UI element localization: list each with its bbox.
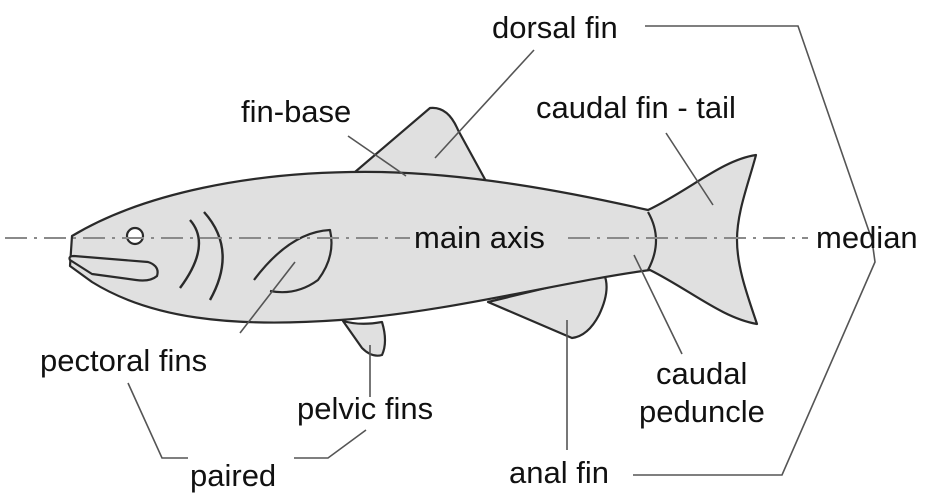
label-pectoral-fins: pectoral fins: [40, 345, 207, 376]
label-dorsal-fin: dorsal fin: [492, 12, 618, 43]
bracket-paired: [128, 383, 188, 458]
pelvic-fin-shape: [343, 321, 385, 356]
label-median: median: [816, 222, 918, 253]
leader-dorsal-fin: [435, 50, 534, 158]
eye-shape: [127, 228, 143, 244]
label-main-axis: main axis: [414, 222, 545, 253]
bracket-paired-right: [294, 430, 366, 458]
label-caudal: caudal: [656, 358, 747, 389]
label-paired: paired: [190, 460, 276, 491]
label-pelvic-fins: pelvic fins: [297, 393, 433, 424]
label-anal-fin: anal fin: [509, 457, 609, 488]
label-caudal-fin-tail: caudal fin - tail: [536, 92, 736, 123]
label-peduncle: peduncle: [639, 396, 765, 427]
label-fin-base: fin-base: [241, 96, 351, 127]
